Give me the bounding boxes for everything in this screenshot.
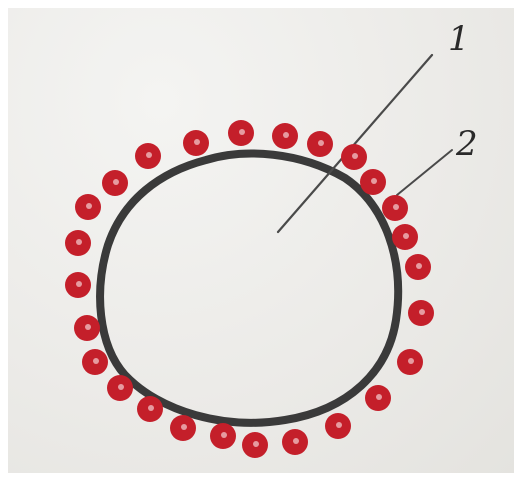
- red-dot-highlight-23: [86, 203, 92, 209]
- label-2: 2: [455, 124, 478, 164]
- red-dot-highlight-26: [194, 139, 200, 145]
- red-dot-highlight-8: [416, 263, 422, 269]
- red-dot-highlight-1: [239, 129, 245, 135]
- leader-line-1: [278, 55, 432, 232]
- red-dot-highlight-3: [318, 140, 324, 146]
- red-dot-highlight-16: [181, 424, 187, 430]
- red-dot-highlight-7: [403, 233, 409, 239]
- label-1: 1: [448, 19, 470, 59]
- red-dot-highlight-11: [376, 394, 382, 400]
- red-dot-highlight-4: [352, 153, 358, 159]
- red-dot-ring: [65, 120, 434, 458]
- red-dot-highlight-22: [76, 239, 82, 245]
- red-dot-highlight-21: [76, 281, 82, 287]
- red-dot-highlight-6: [393, 204, 399, 210]
- red-dot-highlight-12: [336, 422, 342, 428]
- red-dot-highlight-19: [93, 358, 99, 364]
- outer-ring-outline: [100, 154, 398, 423]
- red-dot-highlight-15: [221, 432, 227, 438]
- red-dot-highlight-2: [283, 132, 289, 138]
- red-dot-highlight-18: [118, 384, 124, 390]
- red-dot-highlight-5: [371, 178, 377, 184]
- red-dot-highlight-17: [148, 405, 154, 411]
- red-dot-highlight-25: [146, 152, 152, 158]
- red-dot-highlight-24: [113, 179, 119, 185]
- red-dot-highlight-20: [85, 324, 91, 330]
- leader-line-2: [397, 150, 452, 195]
- red-dot-highlight-9: [419, 309, 425, 315]
- red-dot-highlight-10: [408, 358, 414, 364]
- red-dot-highlight-14: [253, 441, 259, 447]
- red-dot-highlight-13: [293, 438, 299, 444]
